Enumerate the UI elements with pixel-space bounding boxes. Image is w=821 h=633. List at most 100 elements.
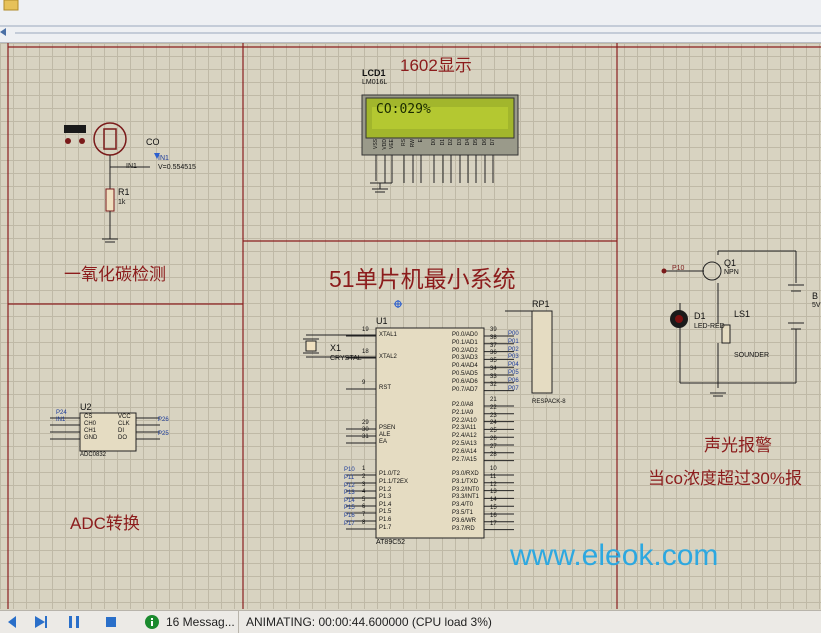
port0-net-label: P04: [508, 362, 519, 369]
port0-net-label: P00: [508, 331, 519, 337]
lcd-pins: [370, 155, 494, 193]
alarm-circuit[interactable]: [666, 250, 804, 397]
lcd-pin-label: D4: [465, 139, 471, 146]
mcu-right-pin-number: 23: [490, 412, 497, 419]
status-bar: 16 Messag... ANIMATING: 00:00:44.600000 …: [0, 610, 821, 633]
mcu-left-pin-name: XTAL1: [379, 332, 397, 338]
port0-net-label: P02: [508, 346, 519, 353]
section-frames: [7, 43, 821, 609]
crystal-ref: X1: [330, 343, 342, 353]
port0-net-label: P03: [508, 354, 519, 361]
animating-status: ANIMATING: 00:00:44.600000 (CPU load 3%): [246, 615, 492, 629]
adc-right-net-label: P25: [158, 431, 169, 437]
adc-left-pin-name: CS: [84, 414, 93, 420]
mcu-left-pin-name: P1.2: [379, 487, 392, 493]
mcu-right-pin-name: P0.7/AD7: [452, 386, 478, 393]
lcd-pin-label: D5: [473, 139, 479, 146]
pause-icon[interactable]: [66, 614, 82, 630]
battery-ref: B: [812, 291, 819, 301]
mcu-right-pin-number: 37: [490, 342, 497, 349]
crystal[interactable]: [303, 334, 376, 358]
mcu-right-pin-number: 34: [490, 366, 497, 372]
mcu-right-pin-number: 13: [490, 489, 497, 496]
schematic-canvas[interactable]: 1602显示 一氧化碳检测 51单片机最小系统 ADC转换 声光报警 当co浓度…: [0, 43, 821, 609]
lcd-pin-label: VDD: [382, 139, 388, 150]
mcu-right-pin-name: P2.3/A11: [452, 425, 477, 432]
mcu-right-pin-number: 39: [490, 327, 497, 333]
play-icon[interactable]: [32, 614, 48, 630]
mcu-left-pin-number: 5: [362, 497, 366, 503]
d-model: LED-RED: [694, 323, 725, 330]
battery-value: 5V: [812, 302, 821, 309]
mcu-left-pin-number: 2: [362, 474, 366, 480]
respack[interactable]: [505, 310, 553, 394]
adc-right-pin-name: DI: [118, 428, 124, 434]
mcu-right-pin-name: P0.5/AD5: [452, 371, 478, 377]
step-back-icon[interactable]: [4, 614, 20, 630]
probe-label: IN1: [158, 155, 169, 162]
sounder[interactable]: [721, 324, 731, 344]
adc-right-pin-name: CLK: [118, 421, 130, 427]
lcd-module[interactable]: [361, 94, 519, 156]
co-section-title: 一氧化碳检测: [64, 265, 166, 284]
adc-right-pin-name: VCC: [118, 414, 131, 420]
window-top-bar: [0, 0, 821, 43]
mcu-model: AT89C52: [376, 539, 406, 546]
mcu-right-pin-name: P0.2/AD2: [452, 347, 478, 354]
mcu-left-pin-name: EA: [379, 439, 388, 445]
mcu-left-pin-number: 1: [362, 466, 366, 472]
port0-net-label: P07: [508, 385, 519, 392]
port1-net-label: P14: [344, 498, 355, 504]
port1-net-label: P15: [344, 505, 355, 511]
mcu-left-pin-name: P1.3: [379, 494, 392, 500]
mcu-right-pin-number: 24: [490, 420, 497, 427]
mcu-left-pin-name: P1.7: [379, 525, 392, 531]
co-sensor[interactable]: [64, 122, 160, 243]
mcu-right-pin-name: P2.6/A14: [452, 448, 477, 455]
lcd-pin-label: D6: [482, 139, 488, 146]
port1-net-label: P17: [344, 521, 355, 527]
ls-ref: LS1: [734, 309, 751, 319]
mcu-right-pin-name: P0.0/AD0: [452, 332, 478, 338]
adc-left-net-label: IN1: [56, 417, 66, 423]
mcu-chip[interactable]: [375, 327, 485, 539]
lcd-pin-label: RW: [410, 139, 416, 148]
mcu-right-pin-name: P3.5/T1: [452, 510, 474, 516]
port0-net-label: P06: [508, 377, 519, 384]
adc-left-net-label: P24: [56, 410, 67, 416]
adc-chip[interactable]: [79, 412, 137, 452]
mcu-right-pin-name: P2.2/A10: [452, 417, 477, 424]
mcu-right-pin-number: 32: [490, 381, 497, 388]
mcu-left-pin-number: 7: [362, 512, 366, 518]
mcu-left-pin-number: 6: [362, 504, 366, 510]
stop-icon[interactable]: [103, 614, 119, 630]
mcu-right-pin-name: P2.1/A9: [452, 409, 474, 416]
mcu-left-pin-number: 29: [362, 420, 369, 426]
adc-left-pin-name: CH0: [84, 421, 97, 427]
mcu-left-pin-number: 4: [362, 489, 366, 495]
port1-net-label: P16: [344, 513, 355, 519]
mcu-right-pin-name: P3.4/T0: [452, 502, 474, 509]
adc-pin-lines: [50, 417, 160, 440]
mcu-right-pin-name: P0.1/AD1: [452, 339, 478, 346]
panel-arrow-icon[interactable]: [0, 28, 6, 36]
mcu-left-pin-name: ALE: [379, 432, 391, 438]
port1-net-label: P13: [344, 490, 355, 496]
mcu-left-pin-number: 3: [362, 482, 366, 488]
mcu-right-pin-number: 27: [490, 443, 497, 450]
d-ref: D1: [694, 311, 706, 321]
rp-model: RESPACK-8: [532, 399, 566, 405]
mcu-right-pin-number: 11: [490, 473, 497, 480]
resistor-ref: R1: [118, 187, 130, 197]
alarm-section-title: 声光报警: [704, 436, 772, 455]
port0-net-label: P05: [508, 370, 519, 376]
mcu-left-pin-number: 19: [362, 327, 369, 333]
adc-left-pin-name: GND: [84, 435, 98, 441]
q-ref: Q1: [724, 258, 737, 268]
sensor-name: CO: [146, 137, 160, 147]
port0-net-label: P01: [508, 338, 519, 345]
adc-right-net-label: P26: [158, 417, 169, 423]
schematic-drawing: [7, 43, 821, 609]
folder-icon[interactable]: [3, 0, 19, 11]
messages-count[interactable]: 16 Messag...: [166, 615, 235, 629]
